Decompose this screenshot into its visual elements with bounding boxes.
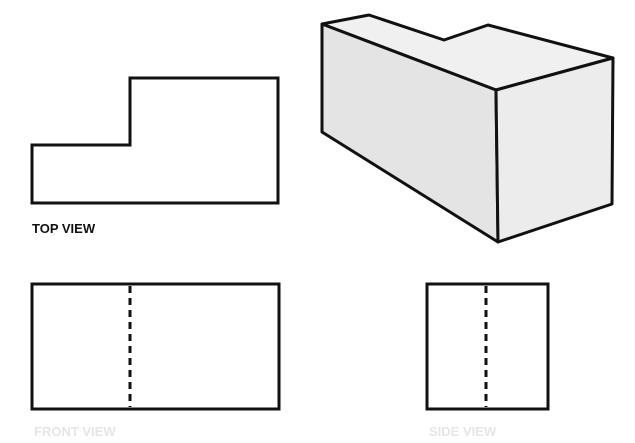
side-view: SIDE VIEW (425, 282, 550, 439)
isometric-view (320, 13, 615, 244)
front-view-label-faint: FRONT VIEW (34, 424, 116, 439)
isometric-side-face (494, 56, 615, 244)
top-view-label: TOP VIEW (32, 221, 96, 236)
front-view-outline (30, 282, 281, 411)
top-view-outline (30, 76, 280, 205)
top-view: TOP VIEW (30, 76, 280, 236)
side-view-label-faint: SIDE VIEW (429, 424, 497, 439)
front-view: FRONT VIEW (30, 282, 281, 439)
